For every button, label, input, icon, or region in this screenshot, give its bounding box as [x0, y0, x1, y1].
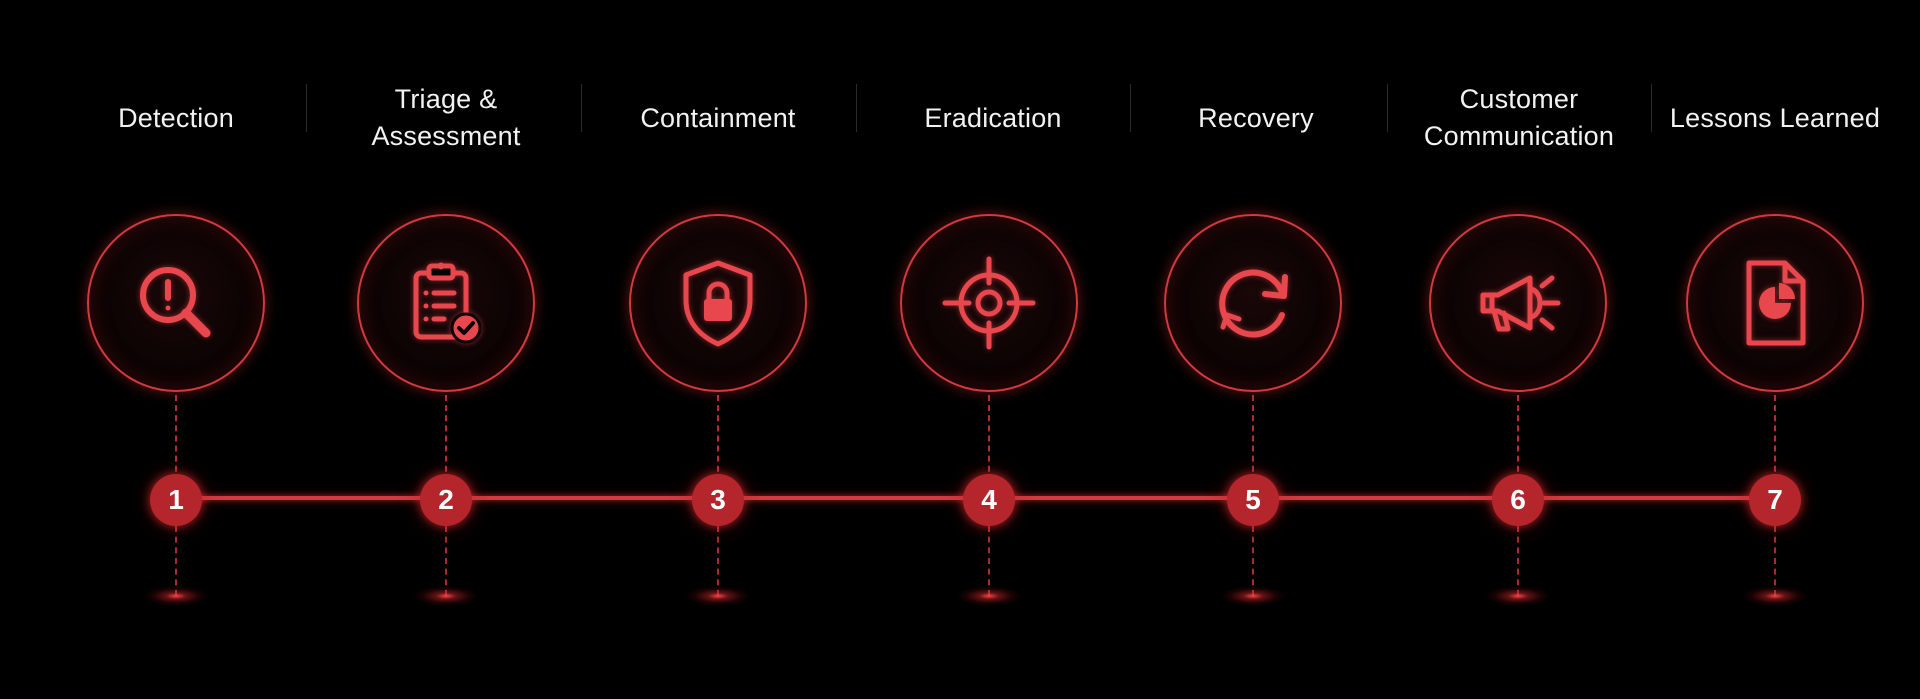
connector-line: [1252, 395, 1254, 492]
label-divider: [581, 84, 582, 132]
stage-label-triage-assessment: Triage & Assessment: [371, 84, 521, 151]
stage-label-lessons-learned: Lessons Learned: [1669, 102, 1881, 133]
step-number-badge: 5: [1227, 474, 1279, 526]
stage-label-customer-communication: Customer Communication: [1423, 84, 1615, 151]
connector-line: [175, 395, 177, 492]
connector-line: [1774, 395, 1776, 492]
stage-label-detection: Detection: [118, 102, 234, 133]
crosshair-icon: [942, 256, 1036, 350]
connector-line: [445, 395, 447, 492]
connector-line: [717, 395, 719, 492]
magnifier-alert-icon: [140, 267, 211, 338]
connector-line: [988, 526, 990, 596]
megaphone-icon: [1480, 275, 1561, 332]
glow-point: [144, 586, 208, 606]
report-chart-icon: [1746, 260, 1806, 346]
stage-label-recovery: Recovery: [1198, 102, 1314, 133]
clipboard-check-icon: [413, 262, 482, 344]
shield-lock-icon: [683, 260, 753, 347]
stage-circle-eradication: [900, 214, 1078, 392]
stage-circle-containment: [629, 214, 807, 392]
stage-circle-triage-assessment: [357, 214, 535, 392]
connector-line: [1774, 526, 1776, 596]
step-number-badge: 6: [1492, 474, 1544, 526]
stage-circle-recovery: [1164, 214, 1342, 392]
connector-line: [1517, 526, 1519, 596]
label-divider: [306, 84, 307, 132]
connector-line: [988, 395, 990, 492]
step-number-badge: 4: [963, 474, 1015, 526]
label-divider: [1387, 84, 1388, 132]
stage-circle-lessons-learned: [1686, 214, 1864, 392]
connector-line: [1517, 395, 1519, 492]
glow-point: [1486, 586, 1550, 606]
glow-point: [1743, 586, 1807, 606]
glow-point: [686, 586, 750, 606]
connector-line: [717, 526, 719, 596]
glow-point: [1221, 586, 1285, 606]
step-number-badge: 1: [150, 474, 202, 526]
stage-circle-detection: [87, 214, 265, 392]
step-number-badge: 2: [420, 474, 472, 526]
connector-line: [1252, 526, 1254, 596]
step-number-badge: 7: [1749, 474, 1801, 526]
stage-circle-customer-communication: [1429, 214, 1607, 392]
label-divider: [856, 84, 857, 132]
step-number-badge: 3: [692, 474, 744, 526]
stage-label-eradication: Eradication: [924, 102, 1062, 133]
label-divider: [1651, 84, 1652, 132]
refresh-icon: [1219, 269, 1288, 338]
glow-point: [414, 586, 478, 606]
connector-line: [175, 526, 177, 596]
glow-point: [957, 586, 1021, 606]
connector-line: [445, 526, 447, 596]
stage-label-containment: Containment: [640, 102, 796, 133]
label-divider: [1130, 84, 1131, 132]
